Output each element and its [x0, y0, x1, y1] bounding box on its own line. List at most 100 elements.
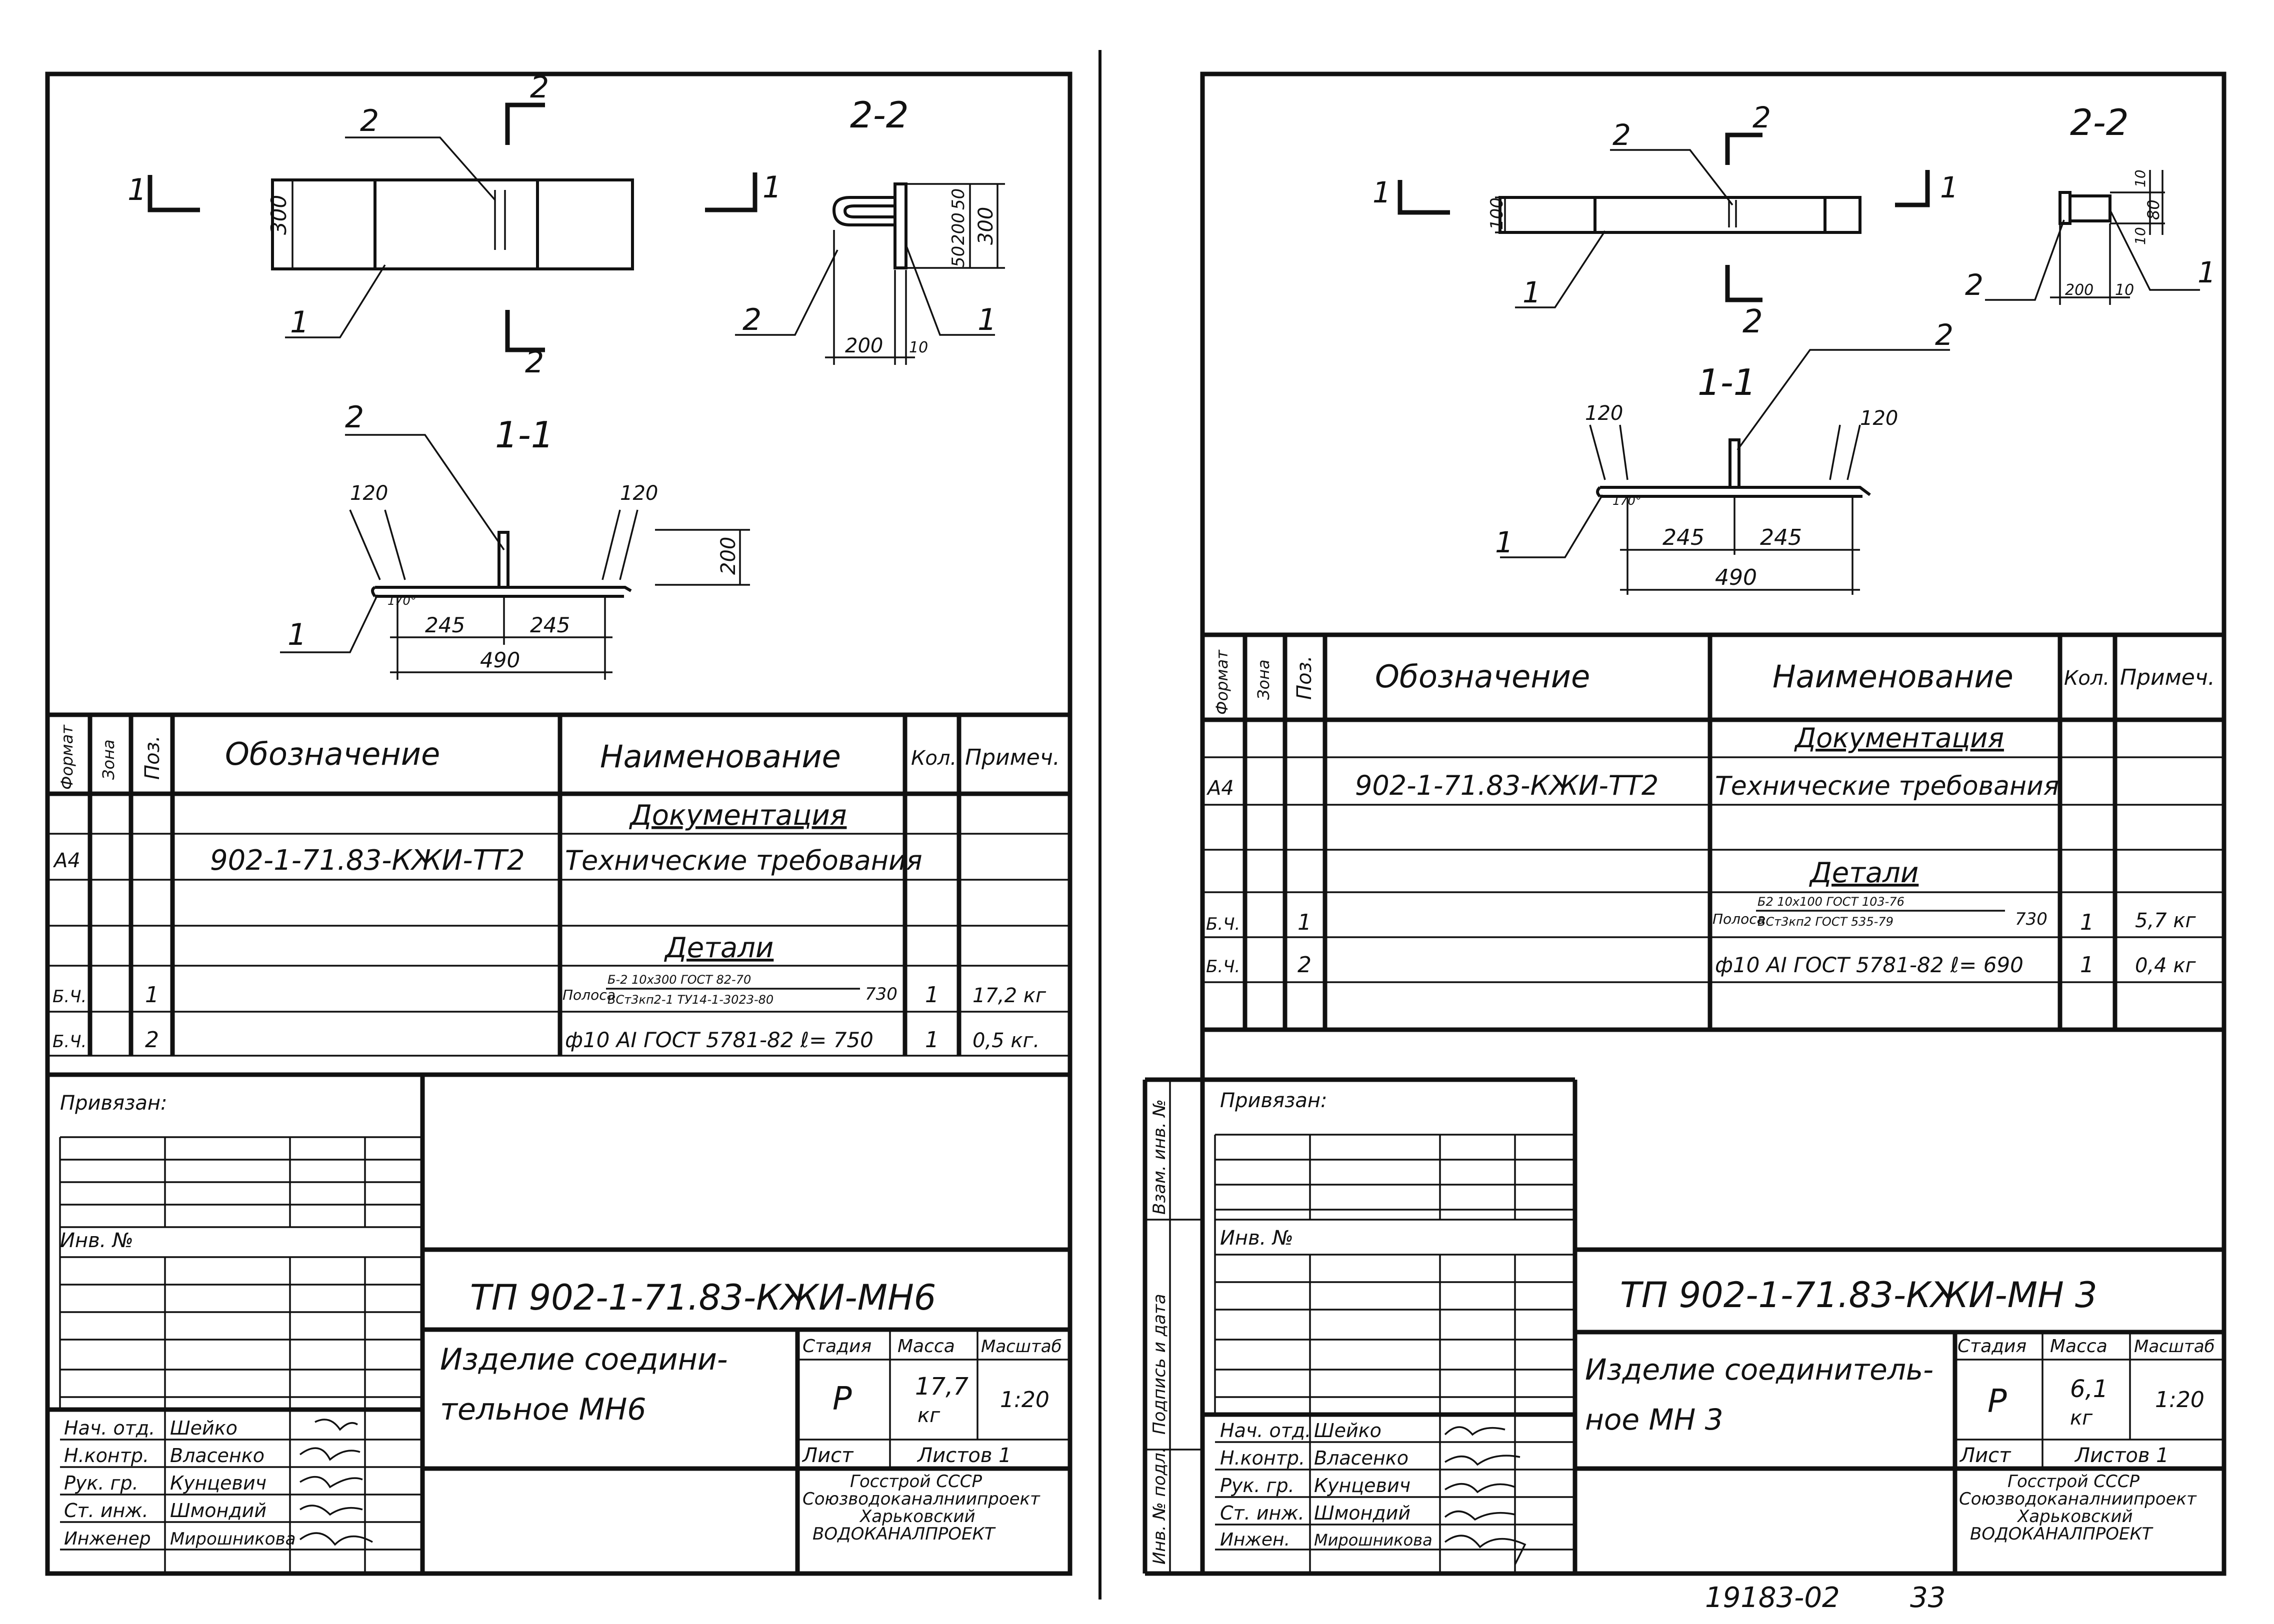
binding-block: Привязан: Инв. № [1202, 1077, 1578, 1574]
signature-mark [299, 1447, 360, 1461]
role-senior-eng: Ст. инж. [1220, 1502, 1304, 1524]
header-designation: Обозначение [1375, 658, 1590, 695]
row-name: ф10 АI ГОСТ 5781-82 ℓ= 690 [1715, 953, 2024, 977]
pos-2-label: 2 [360, 103, 379, 138]
dim-top: 10 [2132, 169, 2148, 187]
dim-bottom: 10 [2132, 227, 2148, 245]
mass-unit: кг [918, 1404, 940, 1427]
section-marker-bottom: 2 [525, 345, 544, 380]
dim-end-left: 120 [1585, 402, 1623, 425]
header-format: Формат [58, 724, 76, 790]
table-row: Б.Ч. 2 ф10 АI ГОСТ 5781-82 ℓ= 750 1 0,5 … [52, 1027, 1040, 1053]
table-row: Б.Ч. 1 Полоса Б-2 10х300 ГОСТ 82-70 ВСт3… [52, 973, 1046, 1008]
dim-plate: 10 [2115, 281, 2134, 299]
drawing-code: ТП 902-1-71.83-КЖИ-МН6 [470, 1277, 936, 1318]
section-1-1: 1-1 120 120 200 170° 245 245 490 [280, 400, 750, 680]
dim-half-right: 245 [530, 613, 570, 637]
pos-1-label-22: 1 [978, 302, 996, 337]
name-normcontrol: Власенко [1314, 1447, 1408, 1469]
section-marker-right: 1 [1940, 170, 1958, 204]
role-head: Нач. отд. [1220, 1420, 1311, 1442]
side-stamp: Взам. инв. № Подпись и дата Инв. № подл. [1142, 1077, 1202, 1576]
archive-number: 19183-02 [1705, 1582, 1840, 1614]
inv-label: Инв. № [60, 1229, 134, 1252]
dim-height: 300 [266, 195, 291, 235]
name-group-lead: Кунцевич [1314, 1475, 1410, 1497]
mass-label: Масса [2050, 1336, 2108, 1357]
section-marker-left: 1 [128, 172, 146, 207]
name-senior-eng: Шмондий [170, 1500, 266, 1522]
table-row: Б.Ч. 1 Полоса Б2 10х100 ГОСТ 103-76 ВСт3… [1206, 895, 2196, 935]
plate-section [894, 182, 908, 269]
row-name: ф10 АI ГОСТ 5781-82 ℓ= 750 [565, 1028, 874, 1052]
org-4: ВОДОКАНАЛПРОЕКТ [812, 1524, 996, 1544]
row-name-main: Полоса [1712, 911, 1766, 927]
row-format: Б.Ч. [1206, 914, 1240, 934]
role-group-lead: Рук. гр. [1220, 1475, 1294, 1497]
header-qty: Кол. [911, 747, 956, 770]
section-2-2-title: 2-2 [850, 94, 909, 136]
name-engineer: Мирошникова [1314, 1531, 1432, 1550]
dim-total-11: 490 [480, 648, 520, 672]
org-2: Союзводоканалниипроект [802, 1489, 1040, 1509]
section-marker-top: 2 [530, 70, 549, 105]
pos-1-label-11: 1 [288, 617, 306, 652]
signature-mark [300, 1476, 363, 1489]
role-normcontrol: Н.контр. [1220, 1447, 1305, 1469]
role-head: Нач. отд. [64, 1417, 155, 1439]
section-marker-bottom: 2 [1742, 303, 1763, 340]
row-qty: 1 [925, 1027, 939, 1053]
doc-name: Технические требования [565, 845, 922, 876]
section-1-1-title: 1-1 [495, 414, 554, 456]
section-2-2: 2-2 1 50 200 50 300 200 10 2 [705, 94, 1005, 365]
header-zone: Зона [99, 739, 118, 780]
pos-2-label: 2 [1612, 118, 1631, 152]
signature-mark [299, 1532, 373, 1546]
dim-top: 50 [948, 188, 968, 210]
section-1-1: 1-1 120 120 170° 245 245 490 2 1 [1495, 318, 1954, 595]
replace-inv-label: Взам. инв. № [1150, 1099, 1170, 1215]
row-frac-top: Б-2 10х300 ГОСТ 82-70 [608, 973, 751, 987]
plan-view: 100 2 2 1 1 1 2 [1372, 100, 1958, 340]
header-pos: Поз. [141, 735, 164, 780]
section-1-1-title: 1-1 [1698, 361, 1756, 403]
scale-label: Масштаб [981, 1337, 1062, 1357]
bar-section [2068, 194, 2112, 222]
doc-format: А4 [1206, 777, 1234, 800]
pos-2-label-11: 2 [345, 400, 364, 435]
row-frac-bottom: ВСт3кп2-1 ТУ14-1-3023-80 [608, 993, 774, 1007]
row-frac-bottom: ВСт3кп2 ГОСТ 535-79 [1758, 915, 1894, 929]
signature-mark [1444, 1483, 1516, 1494]
attached-label: Привязан: [60, 1092, 168, 1115]
doc-name: Технические требования [1715, 771, 2059, 801]
section-details: Детали [664, 932, 774, 964]
doc-format: А4 [52, 849, 80, 872]
dim-total-11: 490 [1715, 565, 1757, 590]
row-format: Б.Ч. [1206, 957, 1240, 977]
dim-end-right: 120 [1860, 407, 1898, 430]
dim-height: 100 [1487, 197, 1507, 230]
pos-1-label-22: 1 [2198, 255, 2216, 289]
name-senior-eng: Шмондий [1314, 1502, 1410, 1524]
binding-block: Привязан: Инв. № [59, 1075, 425, 1574]
doc-designation: 902-1-71.83-КЖИ-ТТ2 [210, 844, 525, 877]
row-note: 17,2 кг [972, 984, 1046, 1007]
pos-2-label-22: 2 [1965, 268, 1984, 302]
pos-2-label-22: 2 [742, 302, 762, 337]
stage-label: Стадия [1958, 1336, 2026, 1357]
role-group-lead: Рук. гр. [64, 1472, 138, 1494]
org-1: Госстрой СССР [2008, 1472, 2140, 1492]
dim-width: 200 [2065, 281, 2094, 299]
section-marker-right: 1 [762, 170, 782, 205]
dim-bottom: 50 [948, 246, 968, 267]
item-name-line1: Изделие соедини- [440, 1342, 728, 1377]
role-normcontrol: Н.контр. [64, 1445, 149, 1467]
mass-value: 17,7 [915, 1373, 968, 1401]
dim-end-left: 120 [350, 482, 388, 505]
section-marker-left: 1 [1372, 175, 1391, 209]
header-name: Наименование [600, 738, 841, 775]
table-row: Б.Ч. 2 ф10 АI ГОСТ 5781-82 ℓ= 690 1 0,4 … [1206, 952, 2196, 978]
dim-half-right: 245 [1760, 525, 1802, 550]
attached-label: Привязан: [1220, 1089, 1328, 1112]
